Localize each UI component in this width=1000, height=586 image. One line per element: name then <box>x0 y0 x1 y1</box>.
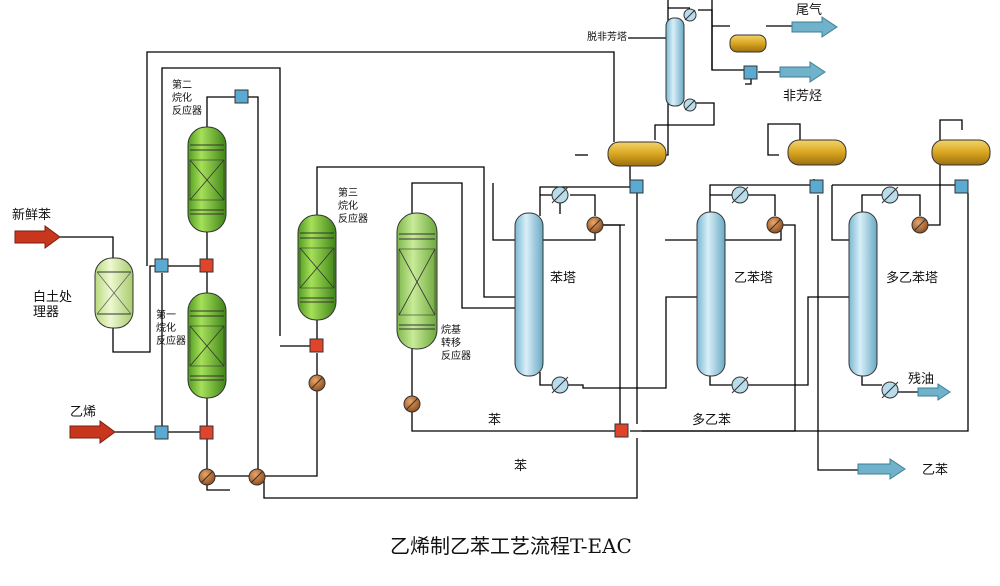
exchanger-blue <box>954 179 969 194</box>
benzene-recycle-label-2: 苯 <box>514 459 527 474</box>
polyethylbenzene-label: 多乙苯 <box>692 412 731 428</box>
benzene-column <box>514 212 544 377</box>
non-aromatics-label: 非芳烃 <box>783 89 822 104</box>
ethylbenzene-arrow <box>857 458 906 480</box>
reactor-2-label-2: 烷化 <box>172 91 192 104</box>
polyethylbenzene-column <box>848 211 878 377</box>
mixer-red <box>614 423 629 438</box>
benzene-reflux-drum <box>607 141 667 167</box>
benzene-column-label: 苯塔 <box>550 271 576 286</box>
eb-reflux-drum <box>787 139 847 166</box>
exchanger-blue <box>629 179 644 194</box>
mixer-red <box>199 258 214 273</box>
tail-gas-arrow <box>791 16 838 38</box>
pumps <box>198 216 929 486</box>
residue-arrow <box>917 383 951 401</box>
mixer-red <box>199 425 214 440</box>
mixer-elements <box>154 65 969 440</box>
exchanger-blue <box>743 65 758 80</box>
clay-treater-label-1: 白土处 <box>33 289 72 305</box>
exchanger-blue <box>234 89 249 104</box>
reactor-3-label-1: 第三 <box>338 186 358 199</box>
reactor-3-label-2: 烷化 <box>338 199 358 212</box>
transalkylation-reactor <box>396 212 438 350</box>
reactor-2-label-1: 第二 <box>172 78 192 91</box>
benzene-recycle-label-1: 苯 <box>488 413 501 428</box>
eb-column-label: 乙苯塔 <box>734 271 773 286</box>
dearomatics-reflux-drum <box>729 34 767 53</box>
piping <box>60 0 969 499</box>
diagram-title: 乙烯制乙苯工艺流程T-EAC <box>390 534 632 558</box>
peb-reflux-drum <box>931 139 991 166</box>
exchanger-blue <box>154 258 169 273</box>
fresh-benzene-label: 新鲜苯 <box>12 207 51 223</box>
alkylation-reactor-2 <box>187 126 227 233</box>
reactor-2-label-3: 反应器 <box>172 104 202 117</box>
exchanger-blue <box>809 179 824 194</box>
dearomatics-column-label: 脱非芳塔 <box>587 30 627 43</box>
transalk-label-1: 烷基 <box>441 323 461 336</box>
reactor-1-label-2: 烷化 <box>156 321 176 334</box>
clay-treater <box>94 257 134 329</box>
reactor-1-label-3: 反应器 <box>156 334 186 347</box>
residue-label: 残油 <box>908 372 934 387</box>
transalk-label-2: 转移 <box>441 336 461 349</box>
peb-column-label: 多乙苯塔 <box>886 270 938 286</box>
reactor-3-label-3: 反应器 <box>338 212 368 225</box>
ethylbenzene-label: 乙苯 <box>922 463 948 478</box>
ethylbenzene-column <box>696 211 726 377</box>
alkylation-reactor-3 <box>297 214 337 321</box>
transalk-label-3: 反应器 <box>441 349 471 362</box>
benzene-feed-arrow <box>14 225 61 249</box>
dearomatics-column <box>665 17 685 107</box>
reactor-1-label-1: 第一 <box>156 308 176 321</box>
ethylene-label: 乙烯 <box>70 405 96 420</box>
alkylation-reactor-1 <box>187 292 227 399</box>
clay-treater-label-2: 理器 <box>33 305 59 320</box>
heat-exchangers <box>551 8 899 399</box>
mixer-red <box>309 338 324 353</box>
tail-gas-label: 尾气 <box>796 2 822 18</box>
ethylene-feed-arrow <box>69 420 116 444</box>
non-aromatics-arrow <box>779 61 826 83</box>
exchanger-blue <box>154 425 169 440</box>
